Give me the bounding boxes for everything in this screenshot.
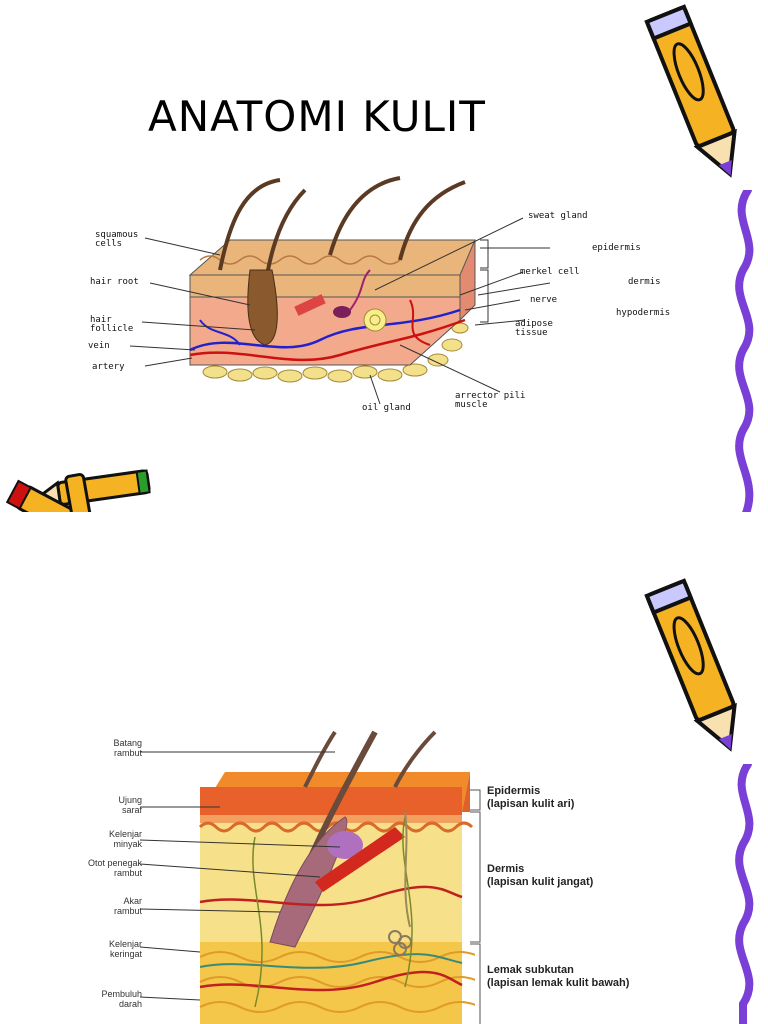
label-epidermis: epidermis [592,243,641,253]
label-dermis-id: Dermis (lapisan kulit jangat) [487,863,594,888]
label-hypodermis: hypodermis [616,308,671,318]
label-artery: artery [92,362,125,372]
label-pembuluh-darah: Pembuluh darah [101,989,142,1009]
slide-1: ANATOMI KULIT [5,4,754,512]
label-arrector-pili: arrector pili muscle [455,391,526,410]
label-merkel-cell: merkel cell [520,267,580,277]
label-dermis: dermis [628,277,661,287]
slide-title: ANATOMI KULIT [148,92,486,141]
label-hair-follicle: hair follicle [90,315,134,334]
label-squamous-cells: squamous cells [95,230,139,249]
crossed-pencils-icon [5,469,151,512]
slide-2: Batang rambut Ujung saraf Kelenjar minya… [0,512,768,1024]
label-hair-root: hair root [90,277,139,287]
label-adipose-tissue: adipose tissue [515,319,553,338]
squiggle-border-icon [735,764,754,1024]
label-sweat-gland: sweat gland [528,211,588,221]
label-ujung-saraf: Ujung saraf [118,795,142,815]
label-vein: vein [88,341,110,351]
label-kelenjar-keringat: Kelenjar keringat [108,939,142,959]
label-batang-rambut: Batang rambut [113,738,142,758]
label-lemak-subkutan: Lemak subkutan (lapisan lemak kulit bawa… [487,964,630,989]
skin-diagram-2 [198,730,475,1024]
label-akar-rambut: Akar rambut [113,896,142,916]
label-nerve: nerve [530,295,558,305]
label-otot-penegak-rambut: Otot penegak rambut [87,858,142,878]
label-kelenjar-minyak: Kelenjar minyak [108,829,142,849]
pencil-clipart-icon [644,578,737,752]
fat-layer [202,322,469,383]
pencil-clipart-icon [644,4,737,178]
skin-diagram-1 [129,176,550,405]
leader-lines-2 [139,751,481,1024]
squiggle-border-icon [735,190,754,512]
label-epidermis-id: Epidermis (lapisan kulit ari) [487,785,575,810]
label-oil-gland: oil gland [362,403,411,413]
